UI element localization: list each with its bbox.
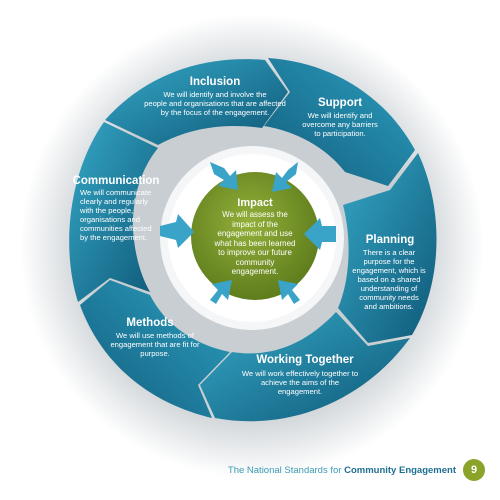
arrow-left bbox=[160, 214, 194, 248]
support-line: overcome any barriers bbox=[302, 120, 378, 129]
inward-arrows bbox=[160, 162, 336, 304]
arrow-bottom-right bbox=[278, 280, 300, 304]
methods-line: purpose. bbox=[140, 349, 170, 358]
inclusion-line: We will identify and involve the bbox=[163, 90, 267, 99]
communication-description: We will communicate clearly and regularl… bbox=[80, 188, 170, 242]
inclusion-title: Inclusion bbox=[189, 76, 241, 88]
page-number-badge: 9 bbox=[463, 459, 485, 481]
planning-line: community needs bbox=[359, 293, 419, 302]
methods-line: engagement that are fit for bbox=[110, 340, 200, 349]
segment-communication bbox=[69, 122, 158, 302]
inclusion-description: We will identify and involve the people … bbox=[130, 90, 300, 117]
working-together-line: achieve the aims of the bbox=[260, 378, 340, 387]
inclusion-line: by the focus of the engagement. bbox=[160, 108, 270, 117]
impact-title: Impact bbox=[237, 197, 273, 209]
communication-title: Communication bbox=[72, 175, 160, 187]
planning-line: and ambitions. bbox=[364, 302, 414, 311]
segment-planning bbox=[338, 153, 437, 343]
communication-line: organisations and bbox=[80, 215, 140, 224]
methods-line: We will use methods of bbox=[116, 331, 194, 340]
methods-description: We will use methods of engagement that a… bbox=[96, 331, 214, 358]
communication-line: by the engagement. bbox=[80, 233, 148, 242]
support-description: We will identify and overcome any barrie… bbox=[290, 111, 390, 138]
footer-emphasis: Community Engagement bbox=[344, 465, 456, 476]
planning-line: purpose for the bbox=[363, 257, 415, 266]
arrow-bottom-left bbox=[210, 280, 232, 304]
planning-line: based on a shared bbox=[357, 275, 421, 284]
planning-title: Planning bbox=[365, 234, 415, 246]
communication-line: clearly and regularly bbox=[80, 197, 148, 206]
impact-line: engagement. bbox=[231, 267, 279, 276]
working-together-title: Working Together bbox=[256, 354, 354, 366]
working-together-line: engagement. bbox=[277, 387, 323, 396]
communication-line: communities affected bbox=[80, 224, 152, 233]
planning-line: engagement, which is bbox=[352, 266, 426, 275]
segment-working-together bbox=[200, 312, 410, 422]
segment-support bbox=[264, 58, 415, 186]
communication-line: We will communicate bbox=[80, 188, 152, 197]
working-together-description: We will work effectively together to ach… bbox=[220, 369, 380, 396]
planning-line: understanding of bbox=[360, 284, 418, 293]
arrow-top-right bbox=[272, 162, 298, 192]
planning-line: There is a clear bbox=[362, 248, 416, 257]
methods-title: Methods bbox=[126, 317, 174, 329]
planning-description: There is a clear purpose for the engagem… bbox=[346, 248, 432, 311]
support-line: We will identify and bbox=[307, 111, 373, 120]
impact-line: We will assess the bbox=[222, 210, 288, 219]
arrow-right bbox=[304, 218, 336, 250]
arrow-top-left bbox=[210, 162, 238, 190]
segment-methods bbox=[80, 280, 230, 418]
impact-line: engagement and use bbox=[217, 229, 293, 238]
impact-line: community bbox=[235, 257, 275, 267]
impact-description: We will assess the impact of the engagem… bbox=[207, 210, 303, 277]
segment-inclusion bbox=[105, 59, 288, 145]
footer-text: The National Standards for Community Eng… bbox=[228, 465, 456, 476]
support-title: Support bbox=[317, 97, 363, 109]
impact-line: what has been learned bbox=[214, 238, 296, 248]
working-together-line: We will work effectively together to bbox=[241, 369, 359, 378]
footer-prefix: The National Standards for bbox=[227, 465, 345, 476]
communication-line: with the people, bbox=[80, 206, 134, 215]
impact-line: impact of the bbox=[232, 219, 278, 229]
support-line: to participation. bbox=[314, 129, 366, 138]
inclusion-line: people and organisations that are affect… bbox=[144, 99, 286, 108]
impact-circle bbox=[191, 172, 319, 300]
impact-line: to improve our future bbox=[218, 248, 292, 257]
